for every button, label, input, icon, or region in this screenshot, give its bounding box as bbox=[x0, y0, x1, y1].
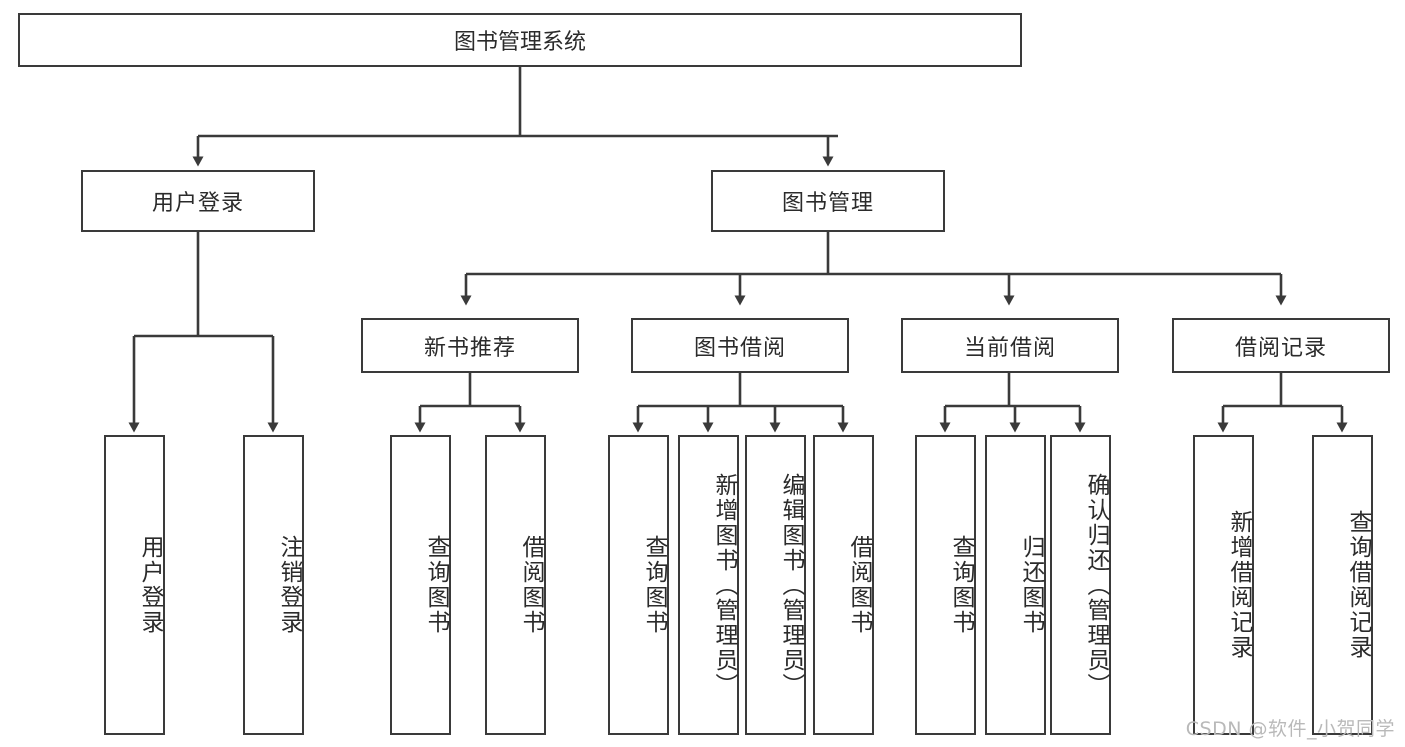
node-current-borrow[interactable]: 当前借阅 bbox=[901, 318, 1119, 373]
leaf-query-book-2[interactable]: 查询图书 bbox=[608, 435, 669, 735]
leaf-query-record-label: 查询借阅记录 bbox=[1345, 510, 1371, 660]
leaf-borrow-book-2-label: 借阅图书 bbox=[846, 535, 872, 635]
leaf-user-logout-label: 注销登录 bbox=[276, 535, 302, 635]
node-root[interactable]: 图书管理系统 bbox=[18, 13, 1022, 67]
leaf-query-book-3-label: 查询图书 bbox=[948, 535, 974, 635]
node-book-manage-label: 图书管理 bbox=[781, 191, 874, 216]
leaf-add-record[interactable]: 新增借阅记录 bbox=[1193, 435, 1254, 735]
node-user-login[interactable]: 用户登录 bbox=[81, 170, 315, 232]
leaf-add-book[interactable]: 新增图书（管理员） bbox=[678, 435, 739, 735]
leaf-return-book[interactable]: 归还图书 bbox=[985, 435, 1046, 735]
leaf-user-logout[interactable]: 注销登录 bbox=[243, 435, 304, 735]
node-book-borrow[interactable]: 图书借阅 bbox=[631, 318, 849, 373]
leaf-confirm-return-label: 确认归还（管理员） bbox=[1083, 472, 1109, 698]
node-new-book-recommend[interactable]: 新书推荐 bbox=[361, 318, 579, 373]
leaf-edit-book[interactable]: 编辑图书（管理员） bbox=[745, 435, 806, 735]
node-user-login-label: 用户登录 bbox=[151, 191, 244, 216]
node-current-borrow-label: 当前借阅 bbox=[963, 335, 1056, 361]
leaf-query-book-3[interactable]: 查询图书 bbox=[915, 435, 976, 735]
leaf-query-book-1-label: 查询图书 bbox=[423, 535, 449, 635]
leaf-return-book-label: 归还图书 bbox=[1018, 535, 1044, 635]
leaf-query-book-1[interactable]: 查询图书 bbox=[390, 435, 451, 735]
leaf-query-book-2-label: 查询图书 bbox=[641, 535, 667, 635]
node-root-label: 图书管理系统 bbox=[453, 30, 586, 55]
node-book-borrow-label: 图书借阅 bbox=[693, 335, 786, 361]
node-borrow-record[interactable]: 借阅记录 bbox=[1172, 318, 1390, 373]
leaf-borrow-book-1[interactable]: 借阅图书 bbox=[485, 435, 546, 735]
leaf-query-record[interactable]: 查询借阅记录 bbox=[1312, 435, 1373, 735]
node-book-manage[interactable]: 图书管理 bbox=[711, 170, 945, 232]
leaf-borrow-book-2[interactable]: 借阅图书 bbox=[813, 435, 874, 735]
node-new-book-recommend-label: 新书推荐 bbox=[423, 335, 516, 361]
node-borrow-record-label: 借阅记录 bbox=[1234, 335, 1327, 361]
leaf-user-login-label: 用户登录 bbox=[137, 535, 163, 635]
leaf-user-login[interactable]: 用户登录 bbox=[104, 435, 165, 735]
leaf-add-book-label: 新增图书（管理员） bbox=[711, 472, 737, 698]
leaf-edit-book-label: 编辑图书（管理员） bbox=[778, 472, 804, 698]
leaf-add-record-label: 新增借阅记录 bbox=[1226, 510, 1252, 660]
leaf-confirm-return[interactable]: 确认归还（管理员） bbox=[1050, 435, 1111, 735]
leaf-borrow-book-1-label: 借阅图书 bbox=[518, 535, 544, 635]
